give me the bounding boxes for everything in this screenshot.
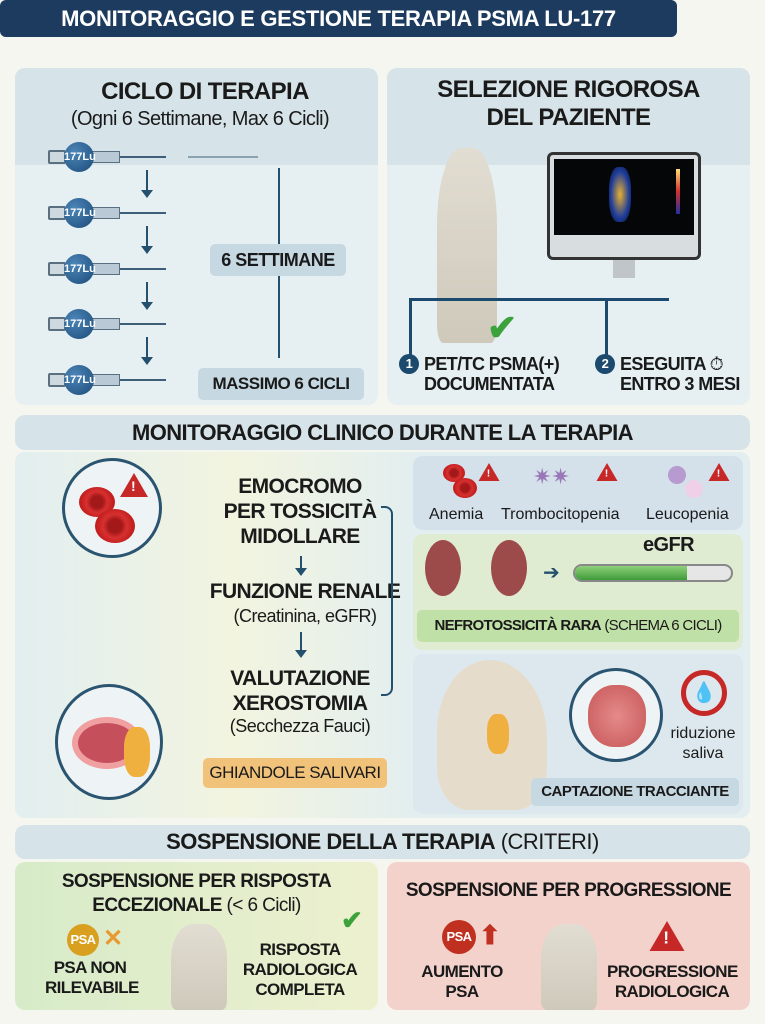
renale-label: FUNZIONE RENALE bbox=[209, 580, 401, 603]
syringe-icon: 177Lu bbox=[48, 142, 166, 172]
xerostomia-sub: (Secchezza Fauci) bbox=[229, 716, 371, 736]
monitor-icon bbox=[547, 152, 701, 260]
ghiandole-label: GHIANDOLE SALIVARI bbox=[203, 758, 387, 788]
checkmark-icon: ✔ bbox=[487, 307, 518, 348]
platelet-icon: ✷✷ bbox=[533, 464, 570, 489]
ciclo-panel: CICLO DI TERAPIA (Ogni 6 Settimane, Max … bbox=[15, 68, 378, 405]
mouth-circle bbox=[55, 684, 163, 800]
stopwatch-icon: ⏱ bbox=[709, 354, 724, 374]
max-cycles-label: MASSIMO 6 CICLI bbox=[198, 368, 364, 400]
no-saliva-icon: 💧 bbox=[681, 670, 727, 716]
warning-icon: ! bbox=[649, 921, 685, 951]
psa-badge: PSA bbox=[67, 924, 99, 956]
monitoraggio-header: MONITORAGGIO CLINICO DURANTE LA TERAPIA bbox=[15, 415, 750, 450]
selezione-title-2: DEL PAZIENTE bbox=[486, 104, 652, 131]
renale-sub: (Creatinina, eGFR) bbox=[233, 606, 377, 626]
sospensione-header: SOSPENSIONE DELLA TERAPIA (CRITERI) bbox=[15, 825, 750, 859]
main-title: MONITORAGGIO E GESTIONE TERAPIA PSMA LU-… bbox=[0, 0, 677, 37]
monitoraggio-title: MONITORAGGIO CLINICO DURANTE LA TERAPIA bbox=[132, 420, 634, 445]
progressione-title: SOSPENSIONE PER PROGRESSIONE bbox=[405, 880, 732, 901]
leukocyte-icon bbox=[668, 466, 686, 484]
egfr-bar bbox=[573, 564, 733, 582]
checkmark-icon: ✔ bbox=[341, 905, 363, 935]
skeleton-metastases-icon bbox=[541, 924, 597, 1010]
syringe-icon: 177Lu bbox=[48, 365, 166, 395]
warning-icon: ! bbox=[120, 473, 148, 497]
psa-badge: PSA bbox=[442, 920, 476, 954]
interval-label: 6 SETTIMANE bbox=[210, 244, 346, 276]
nefro-label: NEFROTOSSICITÀ RARA (SCHEMA 6 CICLI) bbox=[417, 610, 739, 642]
skeleton-icon bbox=[437, 148, 497, 343]
syringe-icon: 177Lu bbox=[48, 309, 166, 339]
kidneys-icon bbox=[425, 540, 461, 596]
arrow-down-icon bbox=[141, 282, 153, 310]
cytopenia-anemia: Anemia bbox=[429, 506, 484, 523]
selezione-title-1: SELEZIONE RIGOROSA bbox=[437, 76, 700, 103]
gland-tissue-circle bbox=[569, 668, 663, 762]
cytopenia-trombocitopenia: Trombocitopenia bbox=[501, 506, 620, 523]
arrow-up-icon: ⬆ bbox=[479, 920, 501, 950]
arrow-down-icon bbox=[141, 170, 153, 198]
cytopenia-panel: ✷✷ ! ! ! Anemia Trombocitopenia Leucopen… bbox=[413, 456, 743, 530]
progressione-panel: SOSPENSIONE PER PROGRESSIONE PSA ⬆ AUMEN… bbox=[387, 862, 750, 1010]
arrow-down-icon bbox=[295, 556, 307, 576]
ciclo-title: CICLO DI TERAPIA bbox=[101, 78, 309, 105]
ciclo-subtitle: (Ogni 6 Settimane, Max 6 Cicli) bbox=[70, 108, 330, 130]
arrow-right-icon: ➔ bbox=[543, 562, 560, 584]
renal-panel: ➔ eGFR NEFROTOSSICITÀ RARA (SCHEMA 6 CIC… bbox=[413, 534, 743, 650]
x-icon: ✕ bbox=[103, 925, 123, 952]
arrow-down-icon bbox=[141, 226, 153, 254]
syringe-icon: 177Lu bbox=[48, 254, 166, 284]
arrow-down-icon bbox=[295, 632, 307, 658]
skeleton-icon bbox=[171, 924, 227, 1010]
arrow-down-icon bbox=[141, 337, 153, 365]
sospensione-title: SOSPENSIONE DELLA TERAPIA bbox=[166, 829, 496, 854]
egfr-label: eGFR bbox=[643, 534, 695, 556]
cytopenia-leucopenia: Leucopenia bbox=[646, 506, 729, 523]
captazione-label: CAPTAZIONE TRACCIANTE bbox=[531, 778, 739, 806]
syringe-icon: 177Lu bbox=[48, 198, 166, 228]
blood-cells-circle: ! bbox=[62, 458, 162, 558]
bracket bbox=[381, 506, 393, 696]
